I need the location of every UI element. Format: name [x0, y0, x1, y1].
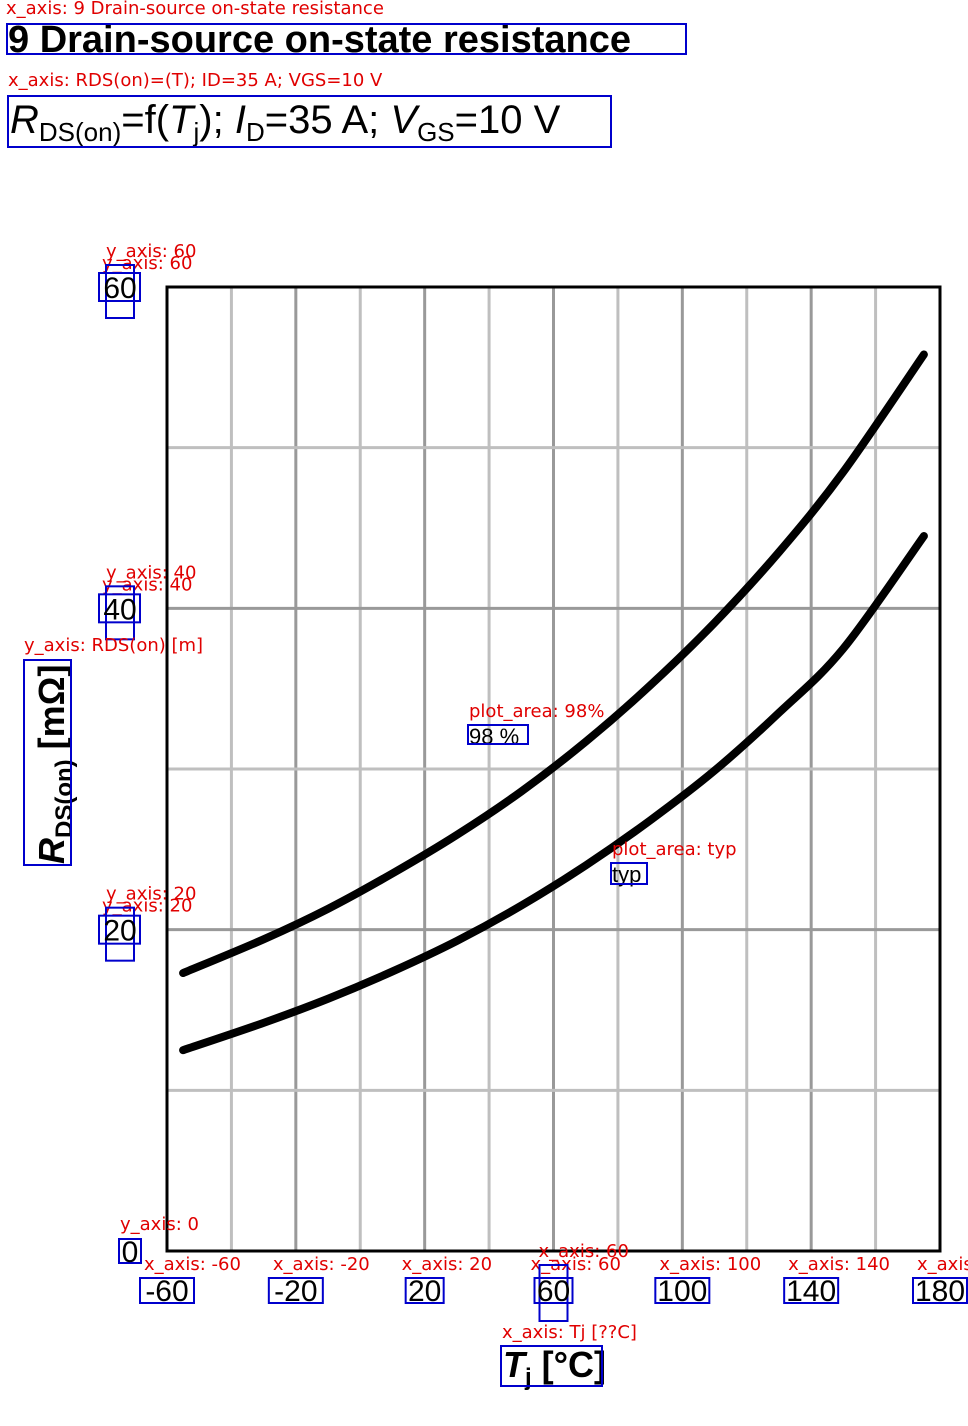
series-typ-label: typ: [612, 862, 641, 887]
series-typ-box: [610, 862, 648, 885]
y-tick-box: [98, 914, 141, 945]
y-tick-annotation: y_axis: 20: [106, 884, 196, 905]
x-tick-box: [267, 1277, 324, 1304]
series-line-0: [179, 350, 928, 978]
y-tick-annotation: y_axis: 40: [106, 562, 196, 583]
series-typ-annotation: plot_area: typ: [612, 839, 737, 860]
y-tick-annotation: y_axis: 0: [120, 1214, 199, 1235]
x-tick-box: [538, 1264, 569, 1322]
y-tick-box: [98, 272, 141, 302]
x-tick-annotation: x_axis: [917, 1254, 968, 1275]
x-tick-box: [912, 1277, 968, 1304]
subtitle-annotation: x_axis: RDS(on)=(T); ID=35 A; VGS=10 V: [8, 70, 383, 91]
x-tick-label: 100: [657, 1275, 707, 1308]
y-ticks: y_axis: 00y_axis: 20y_axis: 2020y_axis: …: [98, 241, 199, 1269]
y-tick-box: [98, 593, 141, 624]
x-tick-label: -20: [274, 1275, 317, 1308]
series-98-annotation: plot_area: 98%: [469, 701, 604, 722]
y-tick-label: 0: [122, 1236, 139, 1269]
subtitle: RDS(on)=f(Tj); ID=35 A; VGS=10 V: [10, 98, 561, 147]
y-tick-label: 60: [103, 272, 136, 305]
y-tick-box: [118, 1238, 142, 1264]
plot-frame: [165, 285, 942, 1253]
x-tick-label: 20: [408, 1275, 441, 1308]
x-axis-title-box: [500, 1345, 603, 1387]
y-tick-annotation: y_axis: 60: [102, 253, 192, 274]
x-axis-title-annotation: x_axis: Tj [??C]: [502, 1322, 637, 1343]
x-tick-annotation: x_axis: -20: [273, 1254, 370, 1275]
x-axis-title: Tj [°C]: [503, 1344, 606, 1391]
y-tick-annotation: y_axis: 60: [106, 241, 196, 262]
subtitle-box: [7, 95, 612, 148]
x-tick-annotation: x_axis: 60: [531, 1254, 621, 1275]
heading-annotation: x_axis: 9 Drain-source on-state resistan…: [6, 0, 384, 19]
curves: [179, 350, 928, 1055]
x-tick-annotation: x_axis: 20: [402, 1254, 492, 1275]
y-tick-box: [105, 264, 135, 319]
page-title-box: [6, 23, 687, 55]
y-axis-title-annotation: y_axis: RDS(on) [m]: [24, 635, 203, 656]
x-tick-annotation: x_axis: 140: [788, 1254, 890, 1275]
y-axis-title-box: [23, 659, 72, 866]
series-98-box: [467, 724, 529, 745]
y-tick-label: 20: [103, 915, 136, 948]
y-tick-box: [105, 906, 135, 962]
y-axis-title: RDS(on) [mΩ]: [31, 664, 78, 864]
x-tick-annotation: x_axis: -60: [144, 1254, 241, 1275]
x-tick-box: [783, 1277, 840, 1304]
x-ticks: x_axis: -60-60 x_axis: -20-20 x_axis: 2020…: [139, 1241, 968, 1322]
series-98-label: 98 %: [469, 724, 519, 749]
series-line-1: [179, 532, 928, 1055]
x-tick-box: [533, 1277, 574, 1304]
x-tick-label: 180: [915, 1275, 965, 1308]
y-tick-box: [105, 585, 135, 641]
x-tick-label: 60: [537, 1275, 570, 1308]
x-tick-label: 140: [786, 1275, 836, 1308]
y-tick-label: 40: [103, 593, 136, 626]
x-tick-annotation: x_axis: 60: [539, 1241, 629, 1262]
y-tick-annotation: y_axis: 20: [102, 896, 192, 917]
x-tick-label: -60: [145, 1275, 188, 1308]
x-tick-box: [654, 1277, 711, 1304]
x-tick-box: [404, 1277, 445, 1304]
x-tick-box: [139, 1277, 195, 1304]
y-tick-annotation: y_axis: 40: [102, 574, 192, 595]
x-tick-annotation: x_axis: 100: [659, 1254, 761, 1275]
